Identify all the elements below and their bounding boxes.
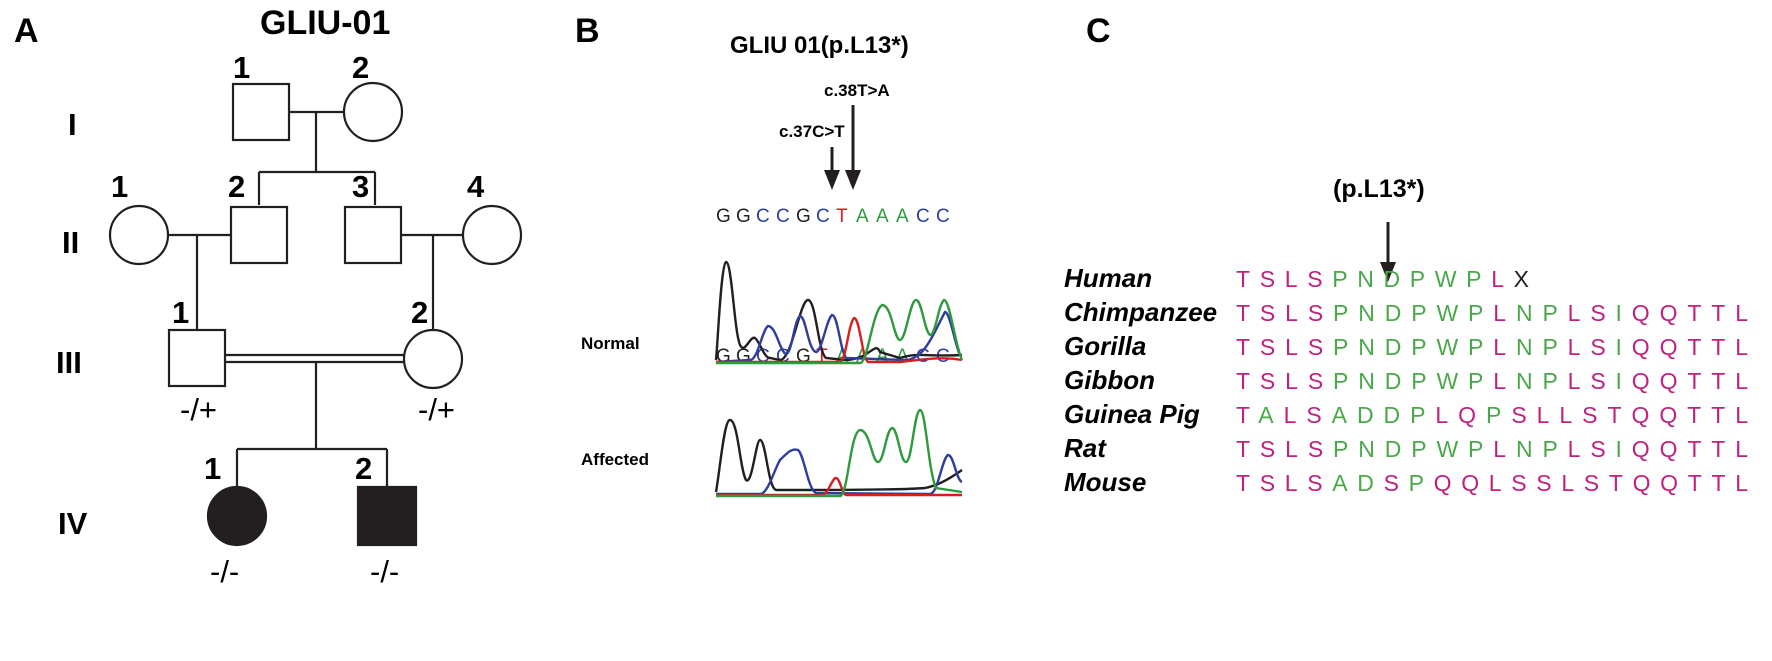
normal-chromatogram xyxy=(714,260,964,365)
normal-base: C xyxy=(756,206,770,227)
arrow-c38 xyxy=(845,105,861,190)
individual-number-II2: 2 xyxy=(228,169,245,204)
normal-base: G xyxy=(736,206,751,227)
normal-base: T xyxy=(836,206,848,227)
affected-label: Affected xyxy=(581,450,649,469)
species-label: Rat xyxy=(1064,433,1107,463)
normal-base: C xyxy=(936,206,950,227)
generation-label-III: III xyxy=(56,345,82,380)
individual-number-IV2: 2 xyxy=(355,451,372,486)
genotype-IV1: -/- xyxy=(210,554,239,589)
normal-base: G xyxy=(796,206,811,227)
individual-number-III2: 2 xyxy=(411,295,428,330)
normal-base: C xyxy=(916,206,930,227)
mutation-label-c38: c.38T>A xyxy=(824,81,890,100)
affected-chromatogram xyxy=(714,408,963,498)
male-I1 xyxy=(231,82,291,142)
panel-b-title: GLIU 01(p.L13*) xyxy=(730,32,909,59)
individual-number-I2: 2 xyxy=(352,50,369,85)
generation-label-I: I xyxy=(68,107,77,142)
species-label: Mouse xyxy=(1064,467,1146,497)
female-IV1-affected xyxy=(206,485,268,547)
generation-label-II: II xyxy=(62,225,79,260)
family-id: GLIU-01 xyxy=(260,4,390,42)
male-IV2-affected xyxy=(356,485,418,547)
genotype-IV2: -/- xyxy=(370,554,399,589)
arrow-c37 xyxy=(824,147,840,190)
female-III2-carrier xyxy=(402,328,464,390)
female-II4 xyxy=(461,204,523,266)
genotype-III1: -/+ xyxy=(180,392,217,427)
individual-number-II1: 1 xyxy=(111,169,128,204)
normal-base: A xyxy=(876,206,889,227)
species-label: Gorilla xyxy=(1064,331,1146,361)
genotype-III2: -/+ xyxy=(418,392,455,427)
panel-a: A GLIU-01 I II III IV 1 2 1 2 3 4 1 2 xyxy=(14,4,523,589)
panel-a-label: A xyxy=(14,12,39,50)
normal-base: A xyxy=(856,206,869,227)
species-label: Chimpanzee xyxy=(1064,297,1217,327)
normal-label: Normal xyxy=(581,334,640,353)
female-I2 xyxy=(342,81,404,143)
male-II2 xyxy=(229,205,289,265)
male-III1-carrier xyxy=(167,328,227,388)
normal-base: C xyxy=(776,206,790,227)
individual-number-I1: 1 xyxy=(233,50,250,85)
generation-label-IV: IV xyxy=(58,506,88,541)
panel-c-label: C xyxy=(1086,12,1111,50)
affected-base: C xyxy=(916,346,930,367)
arrow-p-l13 xyxy=(1380,222,1396,282)
individual-number-II3: 3 xyxy=(352,169,369,204)
normal-base: A xyxy=(896,206,909,227)
panel-c-mutation-label: (p.L13*) xyxy=(1333,175,1425,203)
mutation-label-c37: c.37C>T xyxy=(779,122,845,141)
species-label: Guinea Pig xyxy=(1064,399,1200,429)
species-label: Gibbon xyxy=(1064,365,1155,395)
panel-b-label: B xyxy=(575,12,600,50)
species-label: Human xyxy=(1064,263,1152,293)
normal-base: C xyxy=(816,206,830,227)
individual-number-III1: 1 xyxy=(172,295,189,330)
normal-base: G xyxy=(716,206,731,227)
individual-number-II4: 4 xyxy=(467,169,485,204)
female-II1 xyxy=(108,204,170,266)
individual-number-IV1: 1 xyxy=(204,451,221,486)
male-II3 xyxy=(343,205,403,265)
